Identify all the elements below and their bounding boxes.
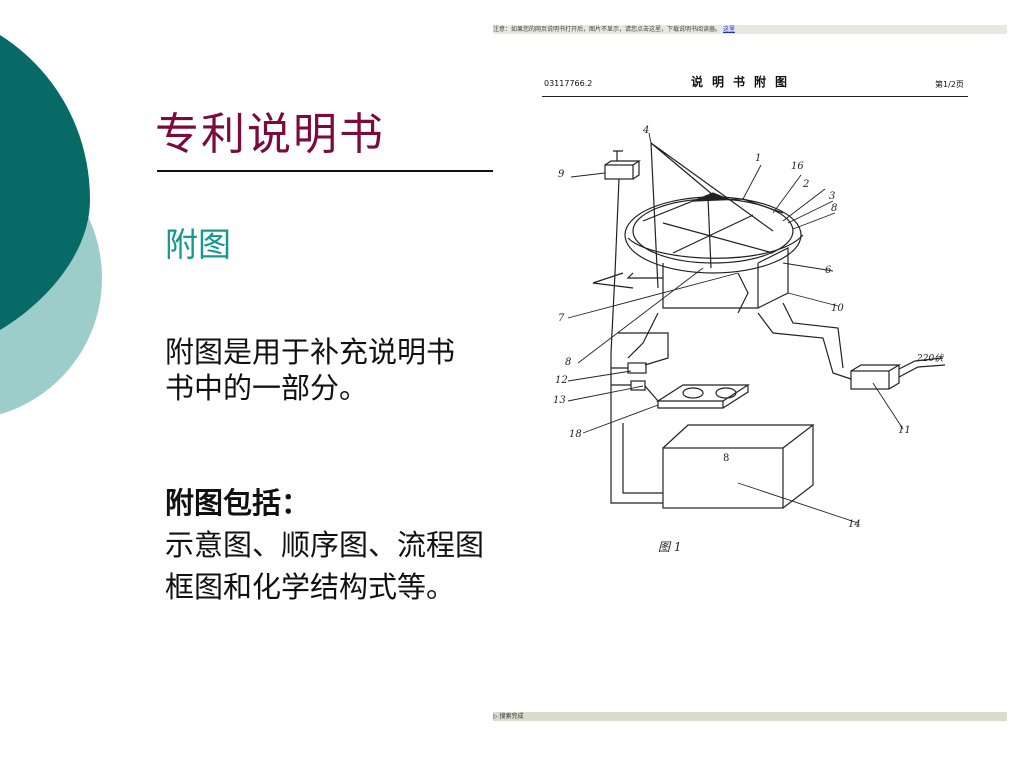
- label-13: 13: [553, 395, 566, 406]
- label-3: 3: [829, 191, 835, 202]
- label-8: 8: [565, 357, 571, 368]
- paragraph-2-heading: 附图包括：: [165, 486, 311, 520]
- water-tank: [610, 423, 815, 509]
- application-number: 03117766.2: [544, 79, 593, 88]
- document-title: 说明书附图: [691, 75, 797, 89]
- label-9: 9: [558, 169, 565, 180]
- label-18: 18: [569, 429, 582, 440]
- paragraph-2: 附图包括： 示意图、顺序图、流程图 框图和化学结构式等。: [165, 485, 495, 625]
- deco-dark-arc: [0, 35, 90, 330]
- part-labels: 4 1 16 2 3 8 6 10 9 7 8 12 13 18 11 14 2…: [553, 125, 944, 554]
- sensor-box: [604, 150, 641, 433]
- label-14: 14: [848, 519, 861, 530]
- pipes: [618, 312, 669, 366]
- slide-title: 专利说明书: [155, 109, 385, 160]
- leader-lines: [567, 132, 904, 524]
- label-12: 12: [555, 375, 568, 386]
- stove-plate: [644, 384, 751, 409]
- label-8-top: 8: [831, 203, 837, 214]
- paragraph-1-line-1: 附图是用于补充说明书: [165, 335, 456, 369]
- label-4: 4: [642, 125, 649, 136]
- support-lines: [650, 142, 774, 289]
- label-16: 16: [791, 161, 804, 172]
- label-7: 7: [558, 313, 565, 324]
- label-2: 2: [802, 179, 809, 190]
- subheading: 附图: [165, 225, 231, 264]
- paragraph-2-line-1: 示意图、顺序图、流程图: [165, 528, 485, 562]
- label-6: 6: [825, 265, 832, 276]
- patent-drawing-screenshot: 注意：如果您的网页说明书打开后，图片不显示，请您点击这里，下载说明书阅读器。 这…: [493, 25, 1007, 723]
- dish-assembly: [592, 192, 804, 314]
- title-underline: [157, 170, 495, 172]
- browser-status-bar: ▷ 搜索完成: [493, 712, 1007, 721]
- browser-info-bar: 注意：如果您的网页说明书打开后，图片不显示，请您点击这里，下载说明书阅读器。 这…: [493, 25, 1007, 34]
- figure-caption: 图 1: [658, 540, 681, 554]
- paragraph-2-line-2: 框图和化学结构式等。: [165, 570, 456, 604]
- label-10: 10: [831, 303, 844, 314]
- label-11: 11: [898, 425, 911, 436]
- download-link[interactable]: 这里: [722, 26, 735, 33]
- patent-figure: 4 1 16 2 3 8 6 10 9 7 8 12 13 18 11 14 2…: [553, 125, 946, 554]
- info-bar-text: 注意：如果您的网页说明书打开后，图片不显示，请您点击这里，下载说明书阅读器。: [493, 26, 722, 33]
- inverter-box: [757, 302, 946, 390]
- label-tank-8: 8: [723, 453, 729, 464]
- page-indicator: 第1/2页: [935, 80, 964, 89]
- paragraph-1: 附图是用于补充说明书 书中的一部分。: [165, 334, 495, 414]
- document-header-rule: [542, 96, 968, 97]
- label-1: 1: [755, 153, 761, 164]
- decorative-shapes: [0, 35, 102, 415]
- paragraph-1-line-2: 书中的一部分。: [165, 371, 369, 405]
- label-220v: 220伏: [916, 353, 944, 364]
- controller: [611, 362, 647, 391]
- status-text: ▷ 搜索完成: [493, 713, 524, 720]
